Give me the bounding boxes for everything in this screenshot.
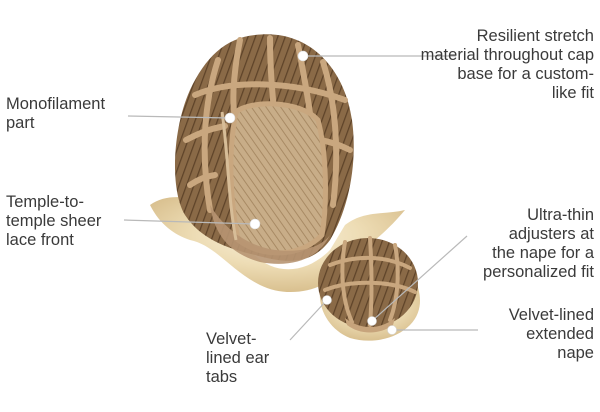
dot-monofilament: [224, 112, 236, 124]
leader-lines: [123, 55, 478, 341]
callout-monofilament-part: Monofilament part: [6, 95, 105, 133]
callout-resilient-stretch: Resilient stretch material throughout ca…: [421, 27, 594, 103]
velvet-nape-band: [345, 318, 395, 333]
callout-line: temple sheer: [6, 212, 102, 230]
marker-dots: [224, 50, 397, 335]
dot-resilient: [297, 50, 309, 62]
callout-line: Velvet-: [206, 330, 257, 348]
callout-line: Velvet-lined: [508, 306, 594, 324]
small-wig-cap: [318, 236, 420, 341]
callout-velvet-lined-ear-tabs: Velvet- lined ear tabs: [206, 330, 269, 387]
leader-ultra-thin: [371, 235, 468, 322]
callout-temple-lace-front: Temple-to- temple sheer lace front: [6, 193, 101, 250]
callout-line: nape: [557, 344, 594, 362]
dot-ultra-thin: [367, 316, 377, 326]
dot-velvet-ear: [322, 295, 332, 305]
leader-monofilament: [127, 115, 231, 119]
leader-velvet-ear: [289, 299, 328, 341]
monofilament-part: [228, 101, 328, 256]
callout-line: Monofilament: [6, 95, 106, 113]
callout-line: base for a custom-: [457, 65, 594, 83]
callout-line: lined ear: [206, 349, 270, 367]
callout-line: part: [6, 114, 35, 132]
callout-line: material throughout cap: [420, 46, 594, 64]
dot-temple: [249, 218, 261, 230]
side-part: [220, 111, 238, 241]
callout-line: like fit: [551, 84, 594, 102]
callout-line: tabs: [206, 368, 238, 386]
callout-ultra-thin-adjusters: Ultra-thin adjusters at the nape for a p…: [483, 206, 594, 282]
callout-line: personalized fit: [483, 263, 594, 281]
large-wig-cap: [150, 34, 405, 293]
leader-temple: [123, 219, 256, 225]
small-hair-fringe: [319, 280, 420, 341]
dot-velvet-nape: [387, 325, 397, 335]
callout-line: Resilient stretch: [476, 27, 594, 45]
callout-line: extended: [526, 325, 594, 343]
callout-line: lace front: [6, 231, 74, 249]
callout-line: the nape for a: [492, 244, 594, 262]
callout-line: Temple-to-: [6, 193, 84, 211]
callout-line: Ultra-thin: [527, 206, 594, 224]
lace-front: [210, 205, 330, 264]
callout-velvet-lined-nape: Velvet-lined extended nape: [509, 306, 594, 363]
callout-line: adjusters at: [508, 225, 594, 243]
